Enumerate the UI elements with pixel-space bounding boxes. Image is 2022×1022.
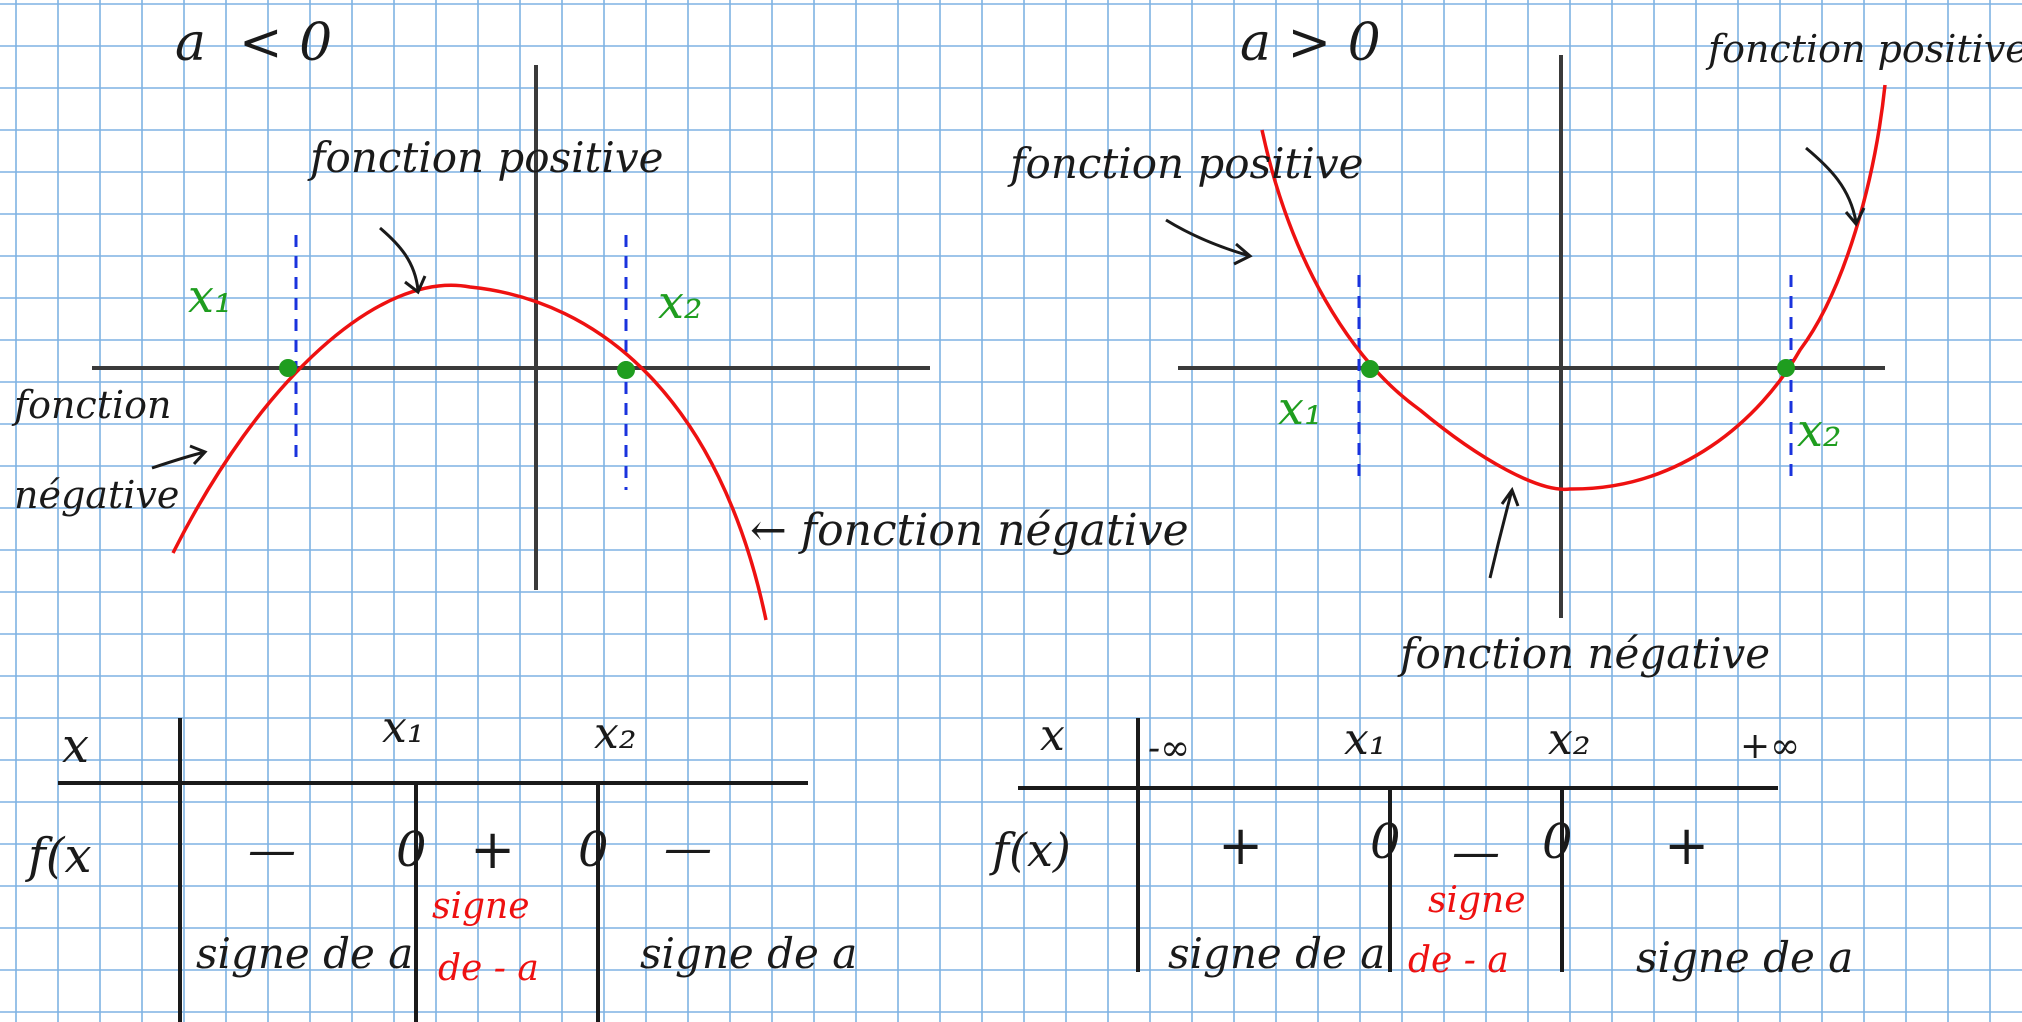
left-sign-zero-1: 0 bbox=[396, 822, 427, 878]
left-negative-right-label: ← fonction négative bbox=[750, 505, 1189, 556]
right-negative-bottom-label: fonction négative bbox=[1397, 629, 1770, 678]
left-note-mid-line2: de - a bbox=[438, 948, 539, 989]
right-root2-point bbox=[1777, 359, 1795, 377]
left-note-mid-line1: signe bbox=[432, 886, 530, 927]
left-note-right: signe de a bbox=[640, 929, 857, 978]
left-table-head-x2: x₂ bbox=[594, 708, 636, 759]
right-root1-point bbox=[1361, 360, 1379, 378]
right-positive-right-arrow bbox=[1805, 146, 1866, 227]
left-table-row-label: f(x bbox=[25, 828, 92, 884]
left-negative-label-line2: négative bbox=[14, 473, 179, 517]
left-sign-1: — bbox=[248, 822, 296, 878]
left-sign-3: — bbox=[664, 820, 712, 876]
left-sign-table: x x₁ x₂ f(x — 0 + 0 — signe de a signe d… bbox=[25, 702, 857, 1022]
right-root2-label: x₂ bbox=[1797, 403, 1841, 457]
left-positive-arrow bbox=[379, 226, 427, 295]
right-sign-2: — bbox=[1452, 824, 1500, 880]
left-table-head-x: x bbox=[62, 718, 89, 774]
right-positive-left-label: fonction positive bbox=[1007, 139, 1363, 188]
right-title: a > 0 bbox=[1240, 13, 1381, 73]
left-note-left: signe de a bbox=[196, 929, 413, 978]
right-note-left: signe de a bbox=[1168, 929, 1385, 978]
right-root1-label: x₁ bbox=[1278, 381, 1322, 435]
left-sign-2: + bbox=[470, 818, 515, 881]
right-sign-table: x -∞ x₁ x₂ +∞ f(x) + 0 — 0 + signe de a … bbox=[989, 710, 1853, 982]
right-table-head-x2: x₂ bbox=[1548, 714, 1590, 765]
right-table-head-minf: -∞ bbox=[1148, 728, 1190, 769]
left-graph: a < 0 x₁ x₂ fonction positive fonction n… bbox=[11, 13, 1189, 621]
right-table-row-label: f(x) bbox=[989, 823, 1071, 877]
right-note-mid-line2: de - a bbox=[1408, 940, 1509, 981]
left-root2-point bbox=[617, 361, 635, 379]
right-note-right: signe de a bbox=[1636, 933, 1853, 982]
left-root1-point bbox=[279, 359, 297, 377]
right-parabola-curve bbox=[1260, 84, 1887, 492]
right-positive-left-arrow bbox=[1165, 218, 1253, 266]
right-table-head-pinf: +∞ bbox=[1740, 726, 1800, 767]
right-sign-zero-2: 0 bbox=[1542, 814, 1573, 870]
right-negative-arrow bbox=[1488, 486, 1520, 579]
left-root1-label: x₁ bbox=[188, 269, 232, 323]
right-sign-1: + bbox=[1218, 814, 1263, 877]
left-sign-zero-2: 0 bbox=[578, 822, 609, 878]
right-note-mid-line1: signe bbox=[1428, 880, 1526, 921]
left-table-head-x1: x₁ bbox=[382, 702, 424, 753]
left-title: a < 0 bbox=[175, 13, 332, 73]
right-graph: a > 0 x₁ x₂ fonction positive fonction p… bbox=[1007, 13, 2022, 678]
right-sign-zero-1: 0 bbox=[1370, 814, 1401, 870]
right-sign-3: + bbox=[1664, 814, 1709, 877]
right-table-head-x: x bbox=[1040, 710, 1065, 761]
left-parabola-curve bbox=[171, 283, 768, 621]
right-table-head-x1: x₁ bbox=[1344, 714, 1386, 765]
left-negative-arrow bbox=[151, 444, 208, 470]
left-negative-label-line1: fonction bbox=[11, 383, 171, 427]
left-root2-label: x₂ bbox=[658, 275, 702, 329]
right-positive-right-label: fonction positive bbox=[1705, 27, 2022, 71]
left-positive-label: fonction positive bbox=[307, 133, 663, 182]
